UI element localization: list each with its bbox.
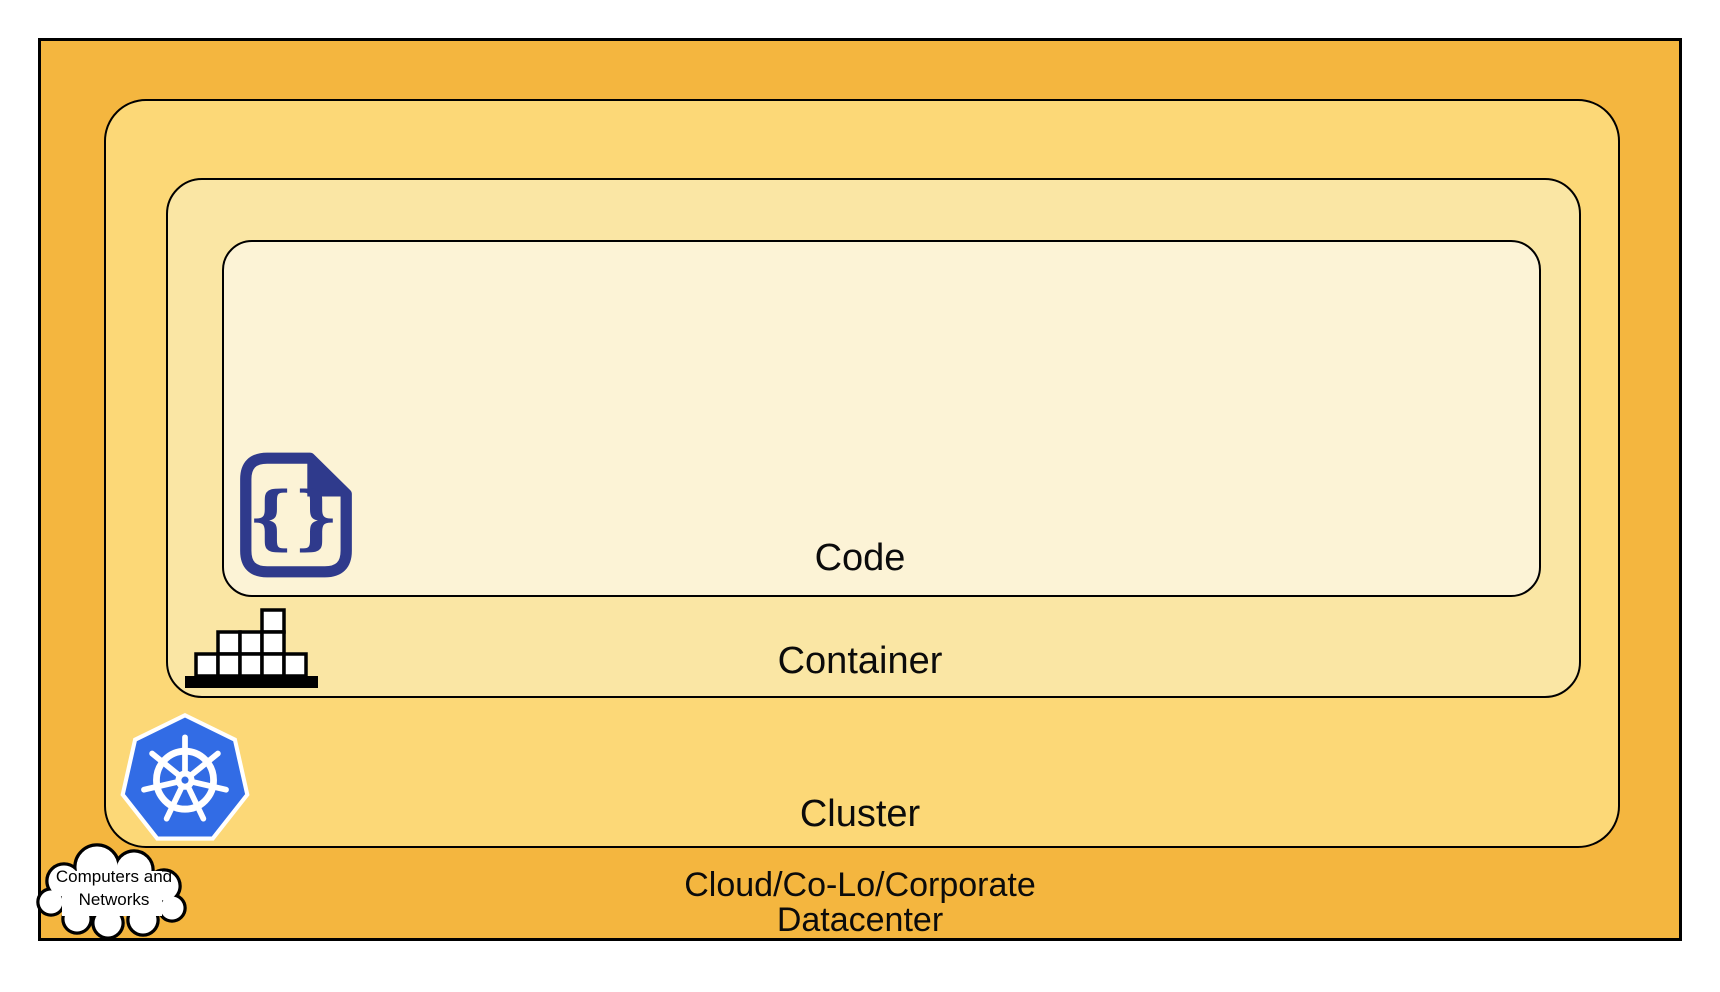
code-file-icon: {} — [240, 452, 352, 578]
cloud-label: Computers and Networks — [34, 866, 194, 912]
code-layer-box — [222, 240, 1541, 597]
cloud-icon — [36, 843, 187, 940]
cloud-label-line2: Networks — [78, 889, 150, 909]
container-stack-icon — [185, 608, 318, 688]
datacenter-label-line1: Cloud/Co-Lo/Corporate — [684, 866, 1036, 904]
cloud-label-line1: Computers and — [55, 867, 173, 886]
kubernetes-logo-icon — [120, 712, 250, 841]
code-label: Code — [814, 537, 906, 579]
cluster-label: Cluster — [799, 793, 921, 835]
code-braces-glyph: {} — [248, 477, 338, 557]
container-label: Container — [777, 640, 943, 682]
datacenter-label-line2: Datacenter — [776, 901, 944, 939]
